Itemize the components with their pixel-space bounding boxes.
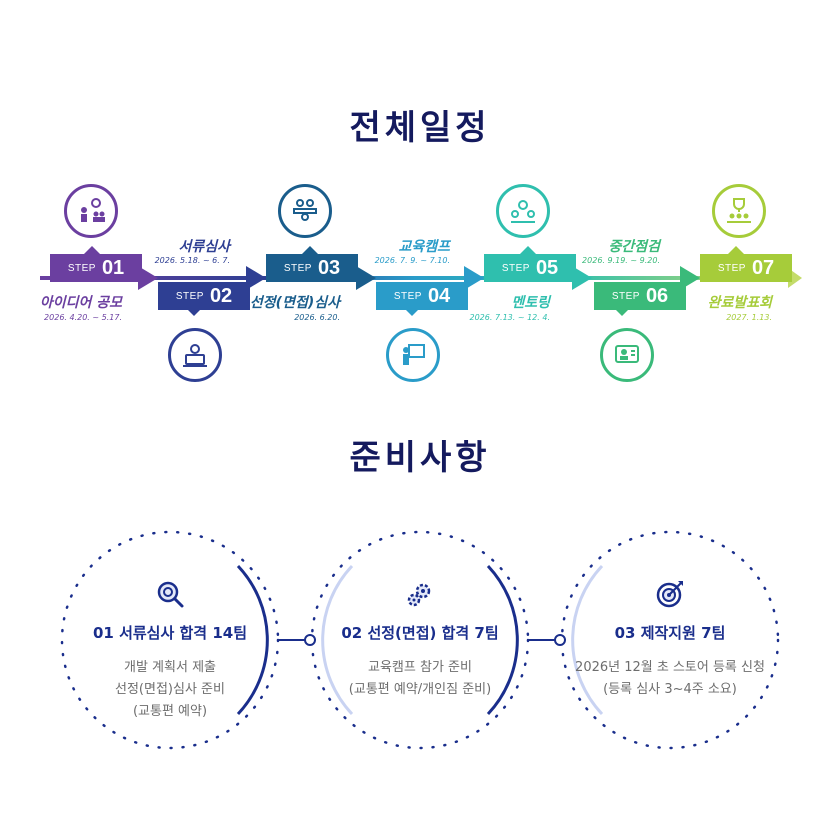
step-word: STEP: [67, 262, 96, 274]
prep-card-03: 03 제작지원 7팀 2026년 12월 초 스토어 등록 신청 (등록 심사 …: [550, 540, 790, 760]
prep-line: 개발 계획서 제출: [124, 660, 216, 675]
idea-presenter-icon: [64, 184, 118, 238]
prep-line: (등록 심사 3~4주 소요): [603, 682, 737, 697]
step-word: STEP: [283, 262, 312, 274]
prep-line: 2026년 12월 초 스토어 등록 신청: [575, 660, 765, 675]
prep-line: 교육캠프 참가 준비: [368, 660, 472, 675]
step-word: STEP: [175, 290, 204, 302]
step-word: STEP: [717, 262, 746, 274]
step-number: 06: [645, 284, 669, 307]
prep-title-01: 01 서류심사 합격 14팀: [92, 624, 247, 642]
step-word: STEP: [393, 290, 422, 302]
step-label-02: 서류심사: [178, 239, 230, 255]
step-number: 05: [535, 256, 559, 279]
prep-line: (교통편 예약): [132, 704, 208, 719]
step-word: STEP: [501, 262, 530, 274]
interview-panel-icon: [278, 184, 332, 238]
step-number: 04: [427, 284, 451, 307]
step-label-07: 완료발표회: [707, 295, 772, 311]
preparation-title: 준비사항: [349, 438, 491, 478]
prep-line: 선정(면접)심사 준비: [115, 682, 225, 697]
step-number: 03: [317, 256, 341, 279]
step-label-06: 중간점검: [608, 239, 660, 255]
prep-card-02: 02 선정(면접) 합격 7팀 교육캠프 참가 준비 (교통편 예약/개인짐 준…: [300, 540, 540, 760]
prep-title-02: 02 선정(면접) 합격 7팀: [341, 624, 499, 642]
step-word: STEP: [611, 290, 640, 302]
step-badge-05: STEP 05: [484, 254, 576, 282]
step-badge-04: STEP 04: [376, 282, 468, 310]
step-date-03: 2026. 6.20.: [294, 313, 340, 322]
step-date-01: 2026. 4.20. ~ 5.17.: [44, 313, 122, 322]
step-label-03: 선정(면접)심사: [249, 295, 340, 311]
step-number: 07: [751, 256, 775, 279]
prep-title-03: 03 제작지원 7팀: [614, 624, 726, 642]
teacher-board-icon: [386, 328, 440, 382]
step-date-07: 2027. 1.13.: [726, 313, 772, 322]
video-call-icon: [600, 328, 654, 382]
search-icon: [146, 570, 194, 618]
schedule-timeline: STEP 01 아이디어 공모 2026. 4.20. ~ 5.17. 서류심사…: [0, 180, 840, 400]
step-date-02: 2026. 5.18. ~ 6. 7.: [154, 256, 230, 265]
schedule-title: 전체일정: [349, 108, 491, 148]
step-badge-01: STEP 01: [50, 254, 142, 282]
step-number: 01: [101, 256, 125, 279]
prep-line: (교통편 예약/개인짐 준비): [348, 682, 492, 697]
step-date-05: 2026. 7.13. ~ 12. 4.: [469, 313, 551, 322]
step-label-05: 멘토링: [511, 295, 550, 311]
step-date-04: 2026. 7. 9. ~ 7.10.: [374, 256, 450, 265]
step-label-04: 교육캠프: [398, 239, 450, 255]
gear-cluster-icon: [396, 570, 444, 618]
prep-card-01: 01 서류심사 합격 14팀 개발 계획서 제출 선정(면접)심사 준비 (교통…: [50, 540, 290, 760]
step-badge-02: STEP 02: [158, 282, 250, 310]
laptop-user-icon: [168, 328, 222, 382]
step-number: 02: [209, 284, 233, 307]
award-ceremony-icon: [712, 184, 766, 238]
step-date-06: 2026. 9.19. ~ 9.20.: [582, 256, 660, 265]
mentoring-group-icon: [496, 184, 550, 238]
step-label-01: 아이디어 공모: [39, 295, 122, 311]
preparation-circles: [60, 530, 780, 750]
step-badge-06: STEP 06: [594, 282, 686, 310]
target-icon: [646, 570, 694, 618]
step-badge-07: STEP 07: [700, 254, 792, 282]
timeline-arrow: [40, 246, 802, 316]
step-badge-03: STEP 03: [266, 254, 358, 282]
